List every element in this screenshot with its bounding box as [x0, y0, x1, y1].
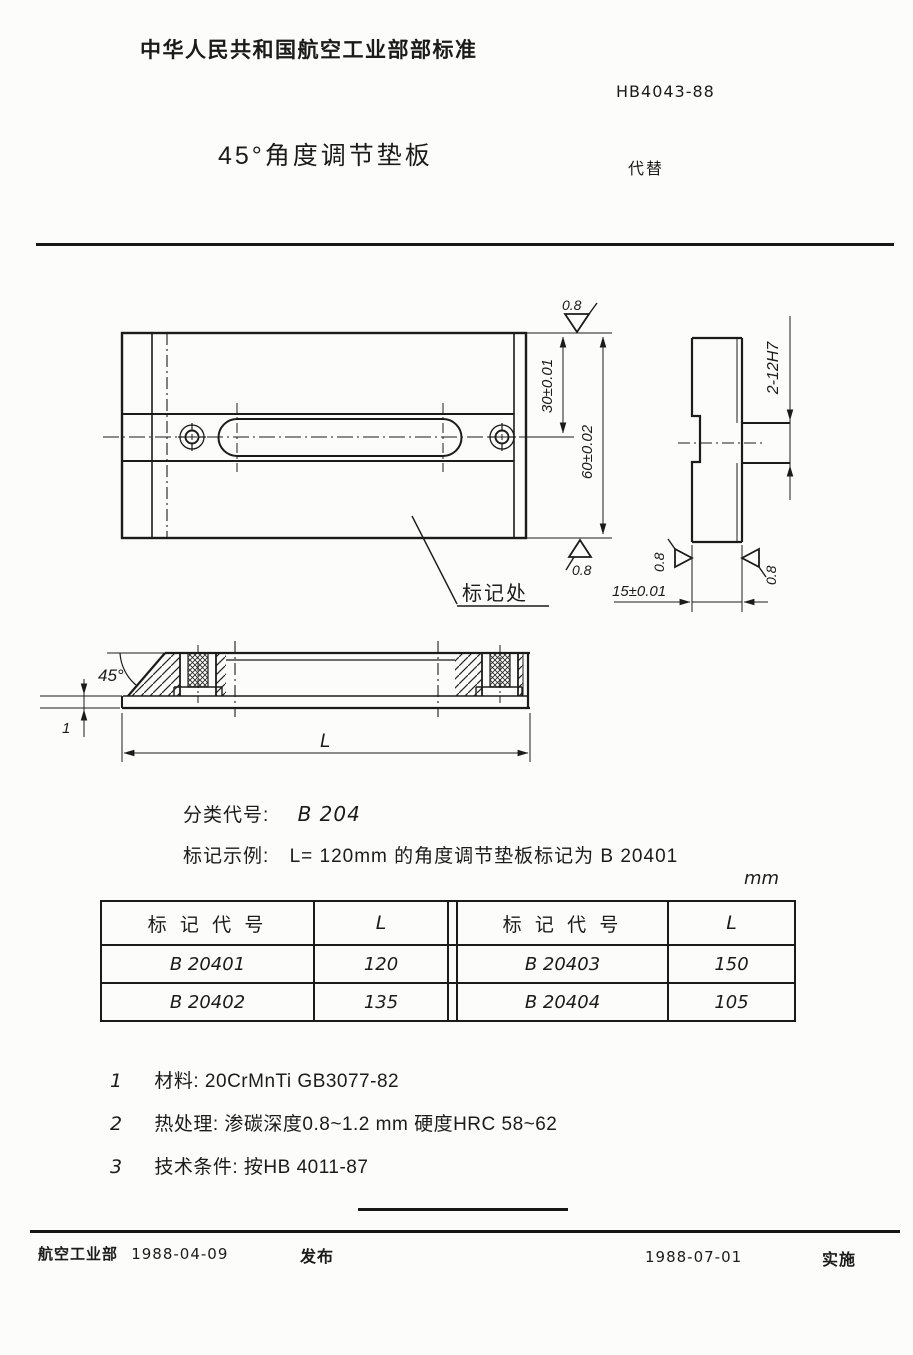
side-view: 2-12H7 15±0.01 0.8 0.8	[612, 316, 794, 612]
cell-code: B 20404	[456, 982, 669, 1022]
note-1-number: 1	[110, 1070, 123, 1092]
chamfer-edge	[127, 652, 166, 697]
finish-mark-side-right: 0.8	[740, 547, 779, 585]
dim-60-text: 60±0.02	[579, 424, 596, 479]
table-header-row: 标 记 代 号 L 标 记 代 号 L	[100, 900, 796, 946]
note-2-number: 2	[110, 1113, 123, 1135]
table-spacer	[447, 944, 458, 984]
cell-l: 120	[313, 944, 449, 984]
note-1-text: 材料: 20CrMnTi GB3077-82	[154, 1071, 400, 1092]
table-spacer	[447, 900, 458, 946]
note-1: 1 材料: 20CrMnTi GB3077-82	[110, 1066, 399, 1093]
marking-example-value: L= 120mm 的角度调节垫板标记为 B 20401	[289, 846, 679, 867]
table-row: B 20402 135 B 20404 105	[100, 982, 796, 1022]
doc-title: 45°角度调节垫板	[218, 142, 433, 170]
lip-dim-text: 1	[62, 720, 70, 737]
screw-left	[178, 423, 206, 451]
issue-label: 发布	[300, 1249, 335, 1266]
note-3: 3 技术条件: 按HB 4011-87	[110, 1152, 368, 1179]
angle-text: 45°	[98, 666, 124, 685]
cell-l: 135	[313, 982, 449, 1022]
note-3-text: 技术条件: 按HB 4011-87	[154, 1157, 369, 1178]
cell-l: 150	[667, 944, 796, 984]
screw-right	[488, 423, 516, 451]
cell-code: B 20402	[100, 982, 315, 1022]
issuer-name: 航空工业部	[38, 1246, 119, 1263]
table-spacer	[447, 982, 458, 1022]
header-code-right: 标 记 代 号	[456, 900, 669, 946]
marking-example-label: 标记示例:	[183, 846, 270, 867]
marking-leader: 标记处	[411, 515, 549, 607]
slot-outline	[217, 418, 463, 457]
note-2-text: 热处理: 渗碳深度0.8~1.2 mm 硬度HRC 58~62	[154, 1114, 558, 1135]
cell-code: B 20401	[100, 944, 315, 984]
angle-arc	[119, 652, 137, 686]
top-view: 30±0.01 60±0.02 0.8 0.8 标记处	[103, 297, 612, 607]
footer-issuer: 航空工业部 1988-04-09	[38, 1243, 228, 1264]
issue-date: 1988-04-09	[131, 1245, 229, 1263]
finish-bottom-value: 0.8	[572, 562, 592, 578]
finish-mark-bottom: 0.8	[565, 538, 593, 578]
hole-spec-text: 2-12H7	[765, 341, 782, 396]
finish-mark-top: 0.8	[562, 297, 598, 334]
note-3-number: 3	[110, 1156, 123, 1178]
cell-l: 105	[667, 982, 796, 1022]
technical-drawing: 30±0.01 60±0.02 0.8 0.8 标记处	[40, 297, 794, 762]
finish-top-value: 0.8	[562, 297, 582, 313]
side-left-edge	[690, 338, 702, 542]
L-dim-text: L	[320, 731, 331, 752]
end-of-text-rule	[358, 1208, 568, 1211]
screw-section-left	[173, 645, 223, 703]
standard-number: HB4043-88	[616, 82, 715, 101]
table-unit: mm	[744, 868, 780, 889]
dim-15-text: 15±0.01	[612, 583, 666, 600]
dimension-table: 标 记 代 号 L 标 记 代 号 L B 20401 120 B 20403 …	[100, 900, 796, 1022]
header-l-right: L	[667, 900, 796, 946]
class-code-value: B 204	[297, 802, 361, 826]
header-rule	[36, 243, 894, 246]
footer-rule	[30, 1230, 900, 1233]
header-l-left: L	[313, 900, 449, 946]
screw-section-right	[475, 645, 523, 703]
note-2: 2 热处理: 渗碳深度0.8~1.2 mm 硬度HRC 58~62	[110, 1109, 557, 1136]
impl-date: 1988-07-01	[645, 1248, 743, 1266]
header-code-left: 标 记 代 号	[100, 900, 315, 946]
marking-label: 标记处	[462, 582, 528, 605]
impl-label: 实施	[822, 1252, 857, 1269]
dim-30-text: 30±0.01	[539, 359, 556, 413]
table-row: B 20401 120 B 20403 150	[100, 944, 796, 984]
finish-side-left-value: 0.8	[651, 552, 667, 572]
finish-side-right-value: 0.8	[763, 565, 779, 585]
marking-example-line: 标记示例: L= 120mm 的角度调节垫板标记为 B 20401	[183, 841, 678, 868]
class-code-label: 分类代号:	[183, 805, 270, 826]
org-title: 中华人民共和国航空工业部部标准	[140, 39, 478, 62]
front-section-view: 45° 1 L	[40, 641, 531, 762]
class-code-line: 分类代号: B 204	[183, 800, 361, 827]
finish-mark-side-left: 0.8	[651, 538, 694, 572]
plate-outline	[120, 331, 528, 540]
replaces-label: 代替	[628, 161, 665, 178]
cell-code: B 20403	[456, 944, 669, 984]
